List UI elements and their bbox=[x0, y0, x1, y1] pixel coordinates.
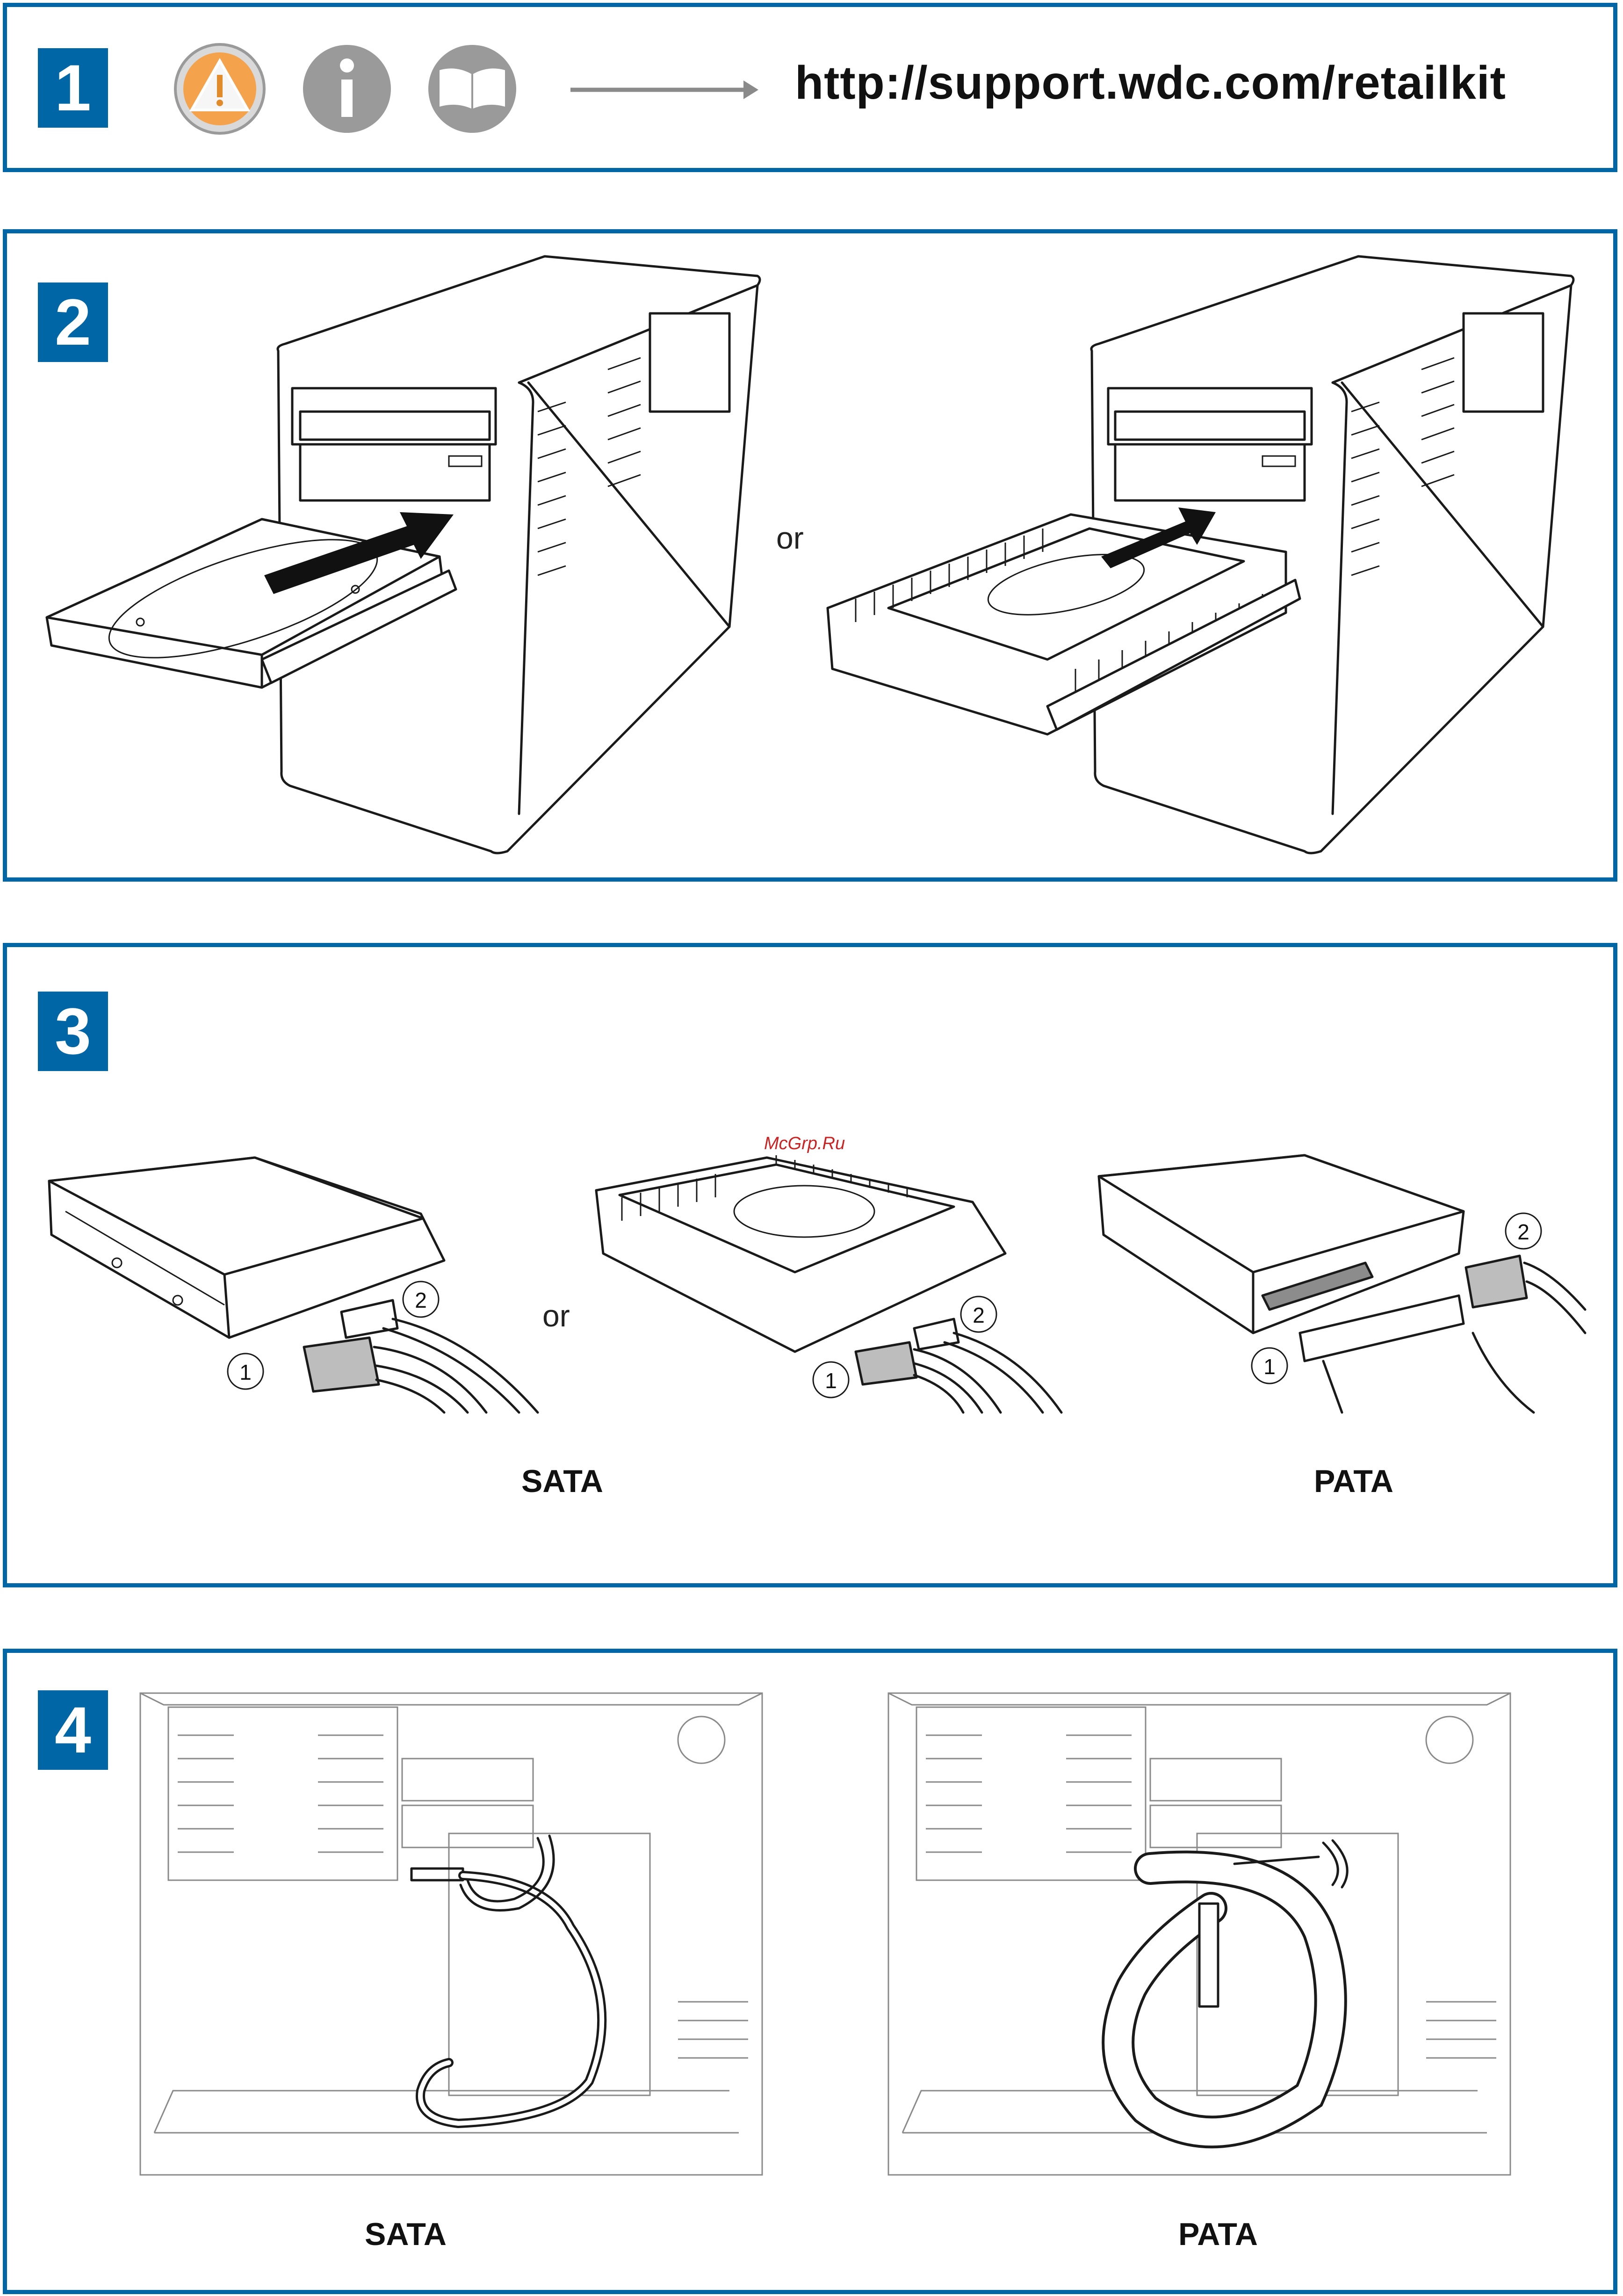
computer-interior-sata bbox=[140, 1693, 762, 2175]
pata-cable-routing bbox=[1118, 1840, 1347, 2132]
sata-cable-routing bbox=[411, 1836, 602, 2123]
